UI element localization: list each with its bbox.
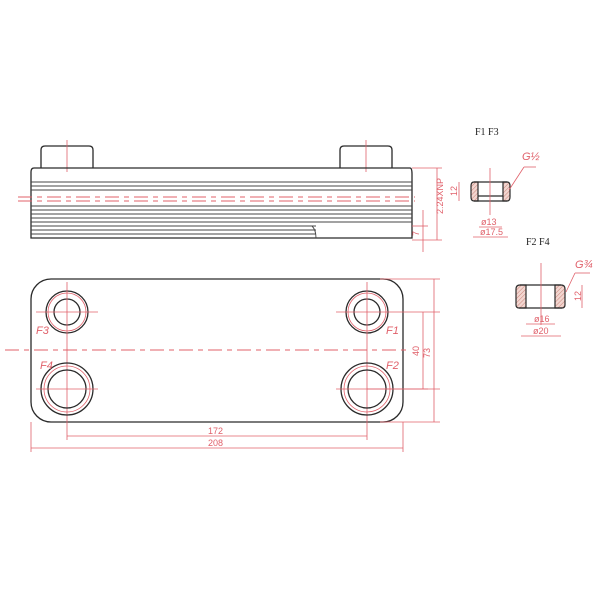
port-label-f2: F2: [386, 360, 399, 372]
port-label-f1: F1: [386, 325, 399, 337]
port-f1: [336, 282, 440, 440]
fitting-small-outer-diameter: ø17.5: [480, 227, 503, 237]
dim-172: 172: [208, 426, 223, 436]
front-view: F3 F1 F4 F2 172 208 40 73: [5, 278, 440, 452]
side-view: 2.24XNP 7: [18, 140, 445, 252]
plate-stack-body: [30, 167, 413, 239]
plate-outline: [30, 278, 404, 423]
fitting-small-height: 12: [449, 186, 459, 196]
thickness-label: 2.24XNP: [435, 178, 445, 214]
dim-40: 40: [411, 346, 421, 356]
port-label-f3: F3: [36, 325, 50, 337]
fitting-large-outer-diameter: ø20: [533, 326, 549, 336]
dim-73: 73: [422, 348, 432, 358]
fitting-small-title: F1 F3: [475, 127, 499, 138]
fitting-small-detail: F1 F3 G½ 12 ø13 ø17.5: [449, 127, 540, 238]
fitting-large-thread: G¾: [575, 259, 593, 271]
fitting-large-height: 12: [573, 291, 583, 301]
port-label-f4: F4: [40, 360, 53, 372]
plate-lines: [31, 181, 412, 239]
fitting-large-inner-diameter: ø16: [534, 314, 550, 324]
fitting-small-inner-diameter: ø13: [481, 217, 497, 227]
fitting-small-thread: G½: [522, 151, 540, 163]
dim-208: 208: [208, 438, 223, 448]
fitting-large-title: F2 F4: [526, 237, 550, 248]
port-f3: [36, 282, 98, 440]
port-f4: [36, 362, 98, 416]
offset-label: 7: [411, 231, 421, 236]
fitting-large-detail: F2 F4 G¾ 12 ø16 ø20: [515, 237, 593, 337]
